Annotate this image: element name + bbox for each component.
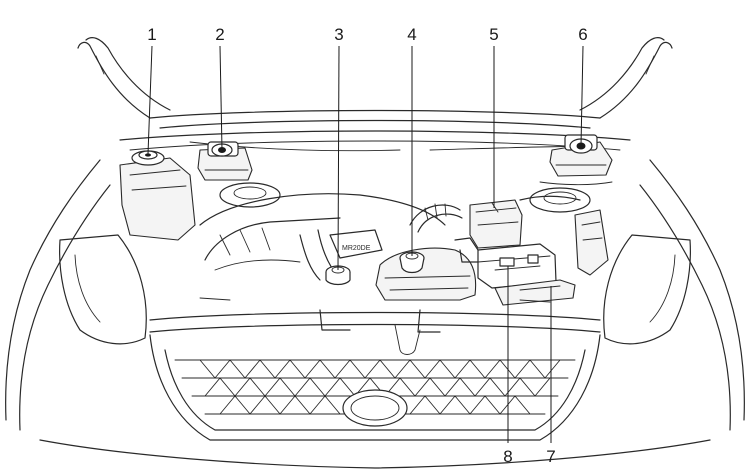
- leader-line-1: [147, 45, 153, 155]
- callout-2: 2: [215, 25, 224, 44]
- leader-line-2: [219, 45, 223, 151]
- washer-reservoir: [119, 150, 196, 241]
- callout-labels: 1 2 3 4 5 6 7 8: [147, 25, 587, 466]
- callout-4: 4: [407, 25, 416, 44]
- leader-line-3: [337, 45, 340, 271]
- fuse-box: [469, 199, 523, 249]
- air-cleaner: [375, 203, 477, 301]
- cowl: [119, 130, 631, 152]
- callout-7: 7: [546, 447, 555, 466]
- coolant-reservoir: [539, 134, 613, 186]
- leader-lines: [147, 45, 584, 443]
- callout-6: 6: [578, 25, 587, 44]
- battery-tray: [494, 279, 576, 306]
- right-side-parts: [519, 195, 609, 276]
- radiator-support: [149, 297, 601, 355]
- engine: MR20DE: [199, 193, 446, 286]
- callout-1: 1: [147, 25, 156, 44]
- callout-3: 3: [334, 25, 343, 44]
- strut-towers: [219, 182, 591, 213]
- callout-8: 8: [503, 447, 512, 466]
- engine-marking: MR20DE: [342, 245, 371, 252]
- brake-fluid-reservoir: [197, 141, 253, 181]
- callout-5: 5: [489, 25, 498, 44]
- front-grille: [149, 334, 601, 441]
- leader-line-6: [580, 45, 584, 147]
- car-body: [5, 159, 745, 469]
- hood: [77, 37, 673, 129]
